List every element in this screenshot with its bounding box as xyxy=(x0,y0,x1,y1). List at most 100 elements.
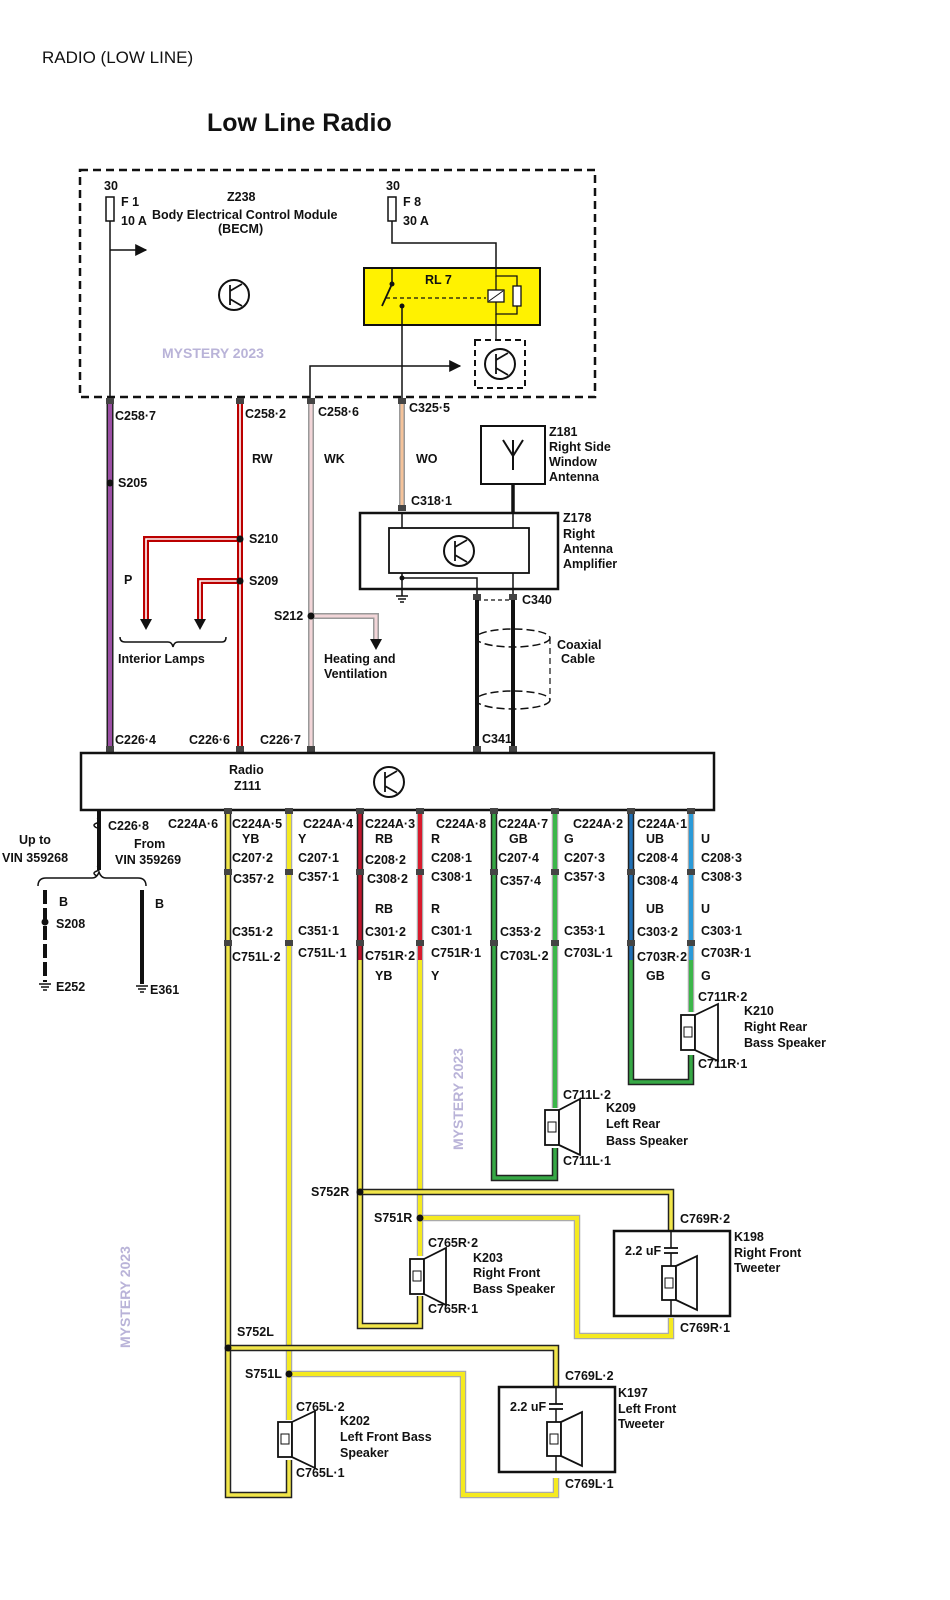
vin-upto-2: VIN 359268 xyxy=(2,851,68,865)
connector-label: C357·2 xyxy=(233,872,274,886)
connector-label: Y xyxy=(298,832,307,846)
k203-name-2: Bass Speaker xyxy=(473,1282,555,1296)
k198-name-1: Right Front xyxy=(734,1246,802,1260)
connector-label: C303·1 xyxy=(701,924,742,938)
becm-abbr: (BECM) xyxy=(218,222,263,236)
connector-label: C318·1 xyxy=(411,494,452,508)
connector-label: C207·2 xyxy=(232,851,273,865)
connector-label: S210 xyxy=(249,532,278,546)
connector-label: U xyxy=(701,902,710,916)
connector-label: C703R·1 xyxy=(701,946,751,960)
coax-label-1: Coaxial xyxy=(557,638,601,652)
fuse2-label: F 8 xyxy=(403,195,421,209)
connector-label: C357·1 xyxy=(298,870,339,884)
speaker-k202: K202 Left Front Bass Speaker xyxy=(277,1409,432,1470)
amp-name-2: Antenna xyxy=(563,542,614,556)
k197-name-1: Left Front xyxy=(618,1402,677,1416)
connector-label: C226·6 xyxy=(189,733,230,747)
connector-label: C208·3 xyxy=(701,851,742,865)
connector-label: C207·1 xyxy=(298,851,339,865)
antenna-name-1: Right Side xyxy=(549,440,611,454)
amp-name-3: Amplifier xyxy=(563,557,617,571)
k197-name-2: Tweeter xyxy=(618,1417,664,1431)
connector-label: C711R·1 xyxy=(698,1057,747,1071)
connector-label: C308·3 xyxy=(701,870,742,884)
connector-label: C751L·2 xyxy=(232,950,281,964)
connector-label: S752R xyxy=(311,1185,349,1199)
speaker-k203: K203 Right Front Bass Speaker xyxy=(409,1246,555,1307)
fuse2-rating: 30 A xyxy=(403,214,429,228)
speaker-wiring xyxy=(224,808,695,1499)
vin-upto-1: Up to xyxy=(19,833,51,847)
diagram-title: Low Line Radio xyxy=(207,109,392,137)
connector-label: C325·5 xyxy=(409,401,450,415)
connector-label: C351·1 xyxy=(298,924,339,938)
watermark-left: MYSTERY 2023 xyxy=(117,1246,133,1348)
connector-label: GB xyxy=(646,969,665,983)
connector-label: C224A·7 xyxy=(498,817,548,831)
k197-id: K197 xyxy=(618,1386,648,1400)
connector-label: C301·2 xyxy=(365,925,406,939)
connector-label: C258·7 xyxy=(115,409,156,423)
connector-label: C208·4 xyxy=(637,851,678,865)
k210-name-1: Right Rear xyxy=(744,1020,807,1034)
connector-label: C751L·1 xyxy=(298,946,347,960)
hvac-label-1: Heating and xyxy=(324,652,396,666)
speaker-k210: K210 Right Rear Bass Speaker xyxy=(680,1002,826,1063)
connector-label: UB xyxy=(646,902,664,916)
antenna-name-2: Window xyxy=(549,455,597,469)
connector-label: C207·4 xyxy=(498,851,539,865)
k202-name-1: Left Front Bass xyxy=(340,1430,432,1444)
becm-module: Z238 Body Electrical Control Module (BEC… xyxy=(78,168,597,400)
k210-id: K210 xyxy=(744,1004,774,1018)
connector-label: C711L·1 xyxy=(563,1154,611,1168)
connector-label: C226·7 xyxy=(260,733,301,747)
connector-label: YB xyxy=(375,969,392,983)
fuse1-label: F 1 xyxy=(121,195,139,209)
tweeter-k198: 2.2 uF K198 Right Front Tweeter xyxy=(612,1229,802,1318)
connector-label: C258·6 xyxy=(318,405,359,419)
connector-label: E361 xyxy=(150,983,179,997)
vin-from-1: From xyxy=(134,837,165,851)
connector-label: WO xyxy=(416,452,438,466)
connector-label: C224A·5 xyxy=(232,817,282,831)
connector-label: C765R·1 xyxy=(428,1302,478,1316)
k203-id: K203 xyxy=(473,1251,503,1265)
connector-label: UB xyxy=(646,832,664,846)
amplifier-z178: Z178 Right Antenna Amplifier xyxy=(358,511,617,603)
connector-label: C703L·1 xyxy=(564,946,613,960)
connector-label: RW xyxy=(252,452,273,466)
watermark-mid: MYSTERY 2023 xyxy=(450,1048,466,1150)
connector-label: G xyxy=(701,969,711,983)
interior-lamps-label: Interior Lamps xyxy=(118,652,205,666)
radio-name: Radio xyxy=(229,763,264,777)
vin-from-2: VIN 359269 xyxy=(115,853,181,867)
connector-label: WK xyxy=(324,452,345,466)
connector-label: C224A·3 xyxy=(365,817,415,831)
connector-label: C751R·2 xyxy=(365,949,415,963)
connector-label: C224A·2 xyxy=(573,817,623,831)
coaxial-cable: Coaxial Cable xyxy=(473,594,601,752)
ground-section: Up to VIN 359268 From VIN 359269 xyxy=(2,810,181,993)
hvac-label-2: Ventilation xyxy=(324,667,387,681)
connector-label: C765L·2 xyxy=(296,1400,345,1414)
becm-radio-wires: Interior Lamps Heating and Ventilation xyxy=(106,398,406,752)
connector-label: RB xyxy=(375,902,393,916)
k197-cap: 2.2 uF xyxy=(510,1400,546,1414)
relay-label: RL 7 xyxy=(425,273,452,287)
connector-label: C208·2 xyxy=(365,853,406,867)
connector-label: C341 xyxy=(482,732,512,746)
tweeter-k197: 2.2 uF K197 Left Front Tweeter xyxy=(497,1385,677,1474)
k203-name-1: Right Front xyxy=(473,1266,541,1280)
connector-label: R xyxy=(431,902,440,916)
connector-label: C303·2 xyxy=(637,925,678,939)
connector-label: C765L·1 xyxy=(296,1466,345,1480)
connector-label: C207·3 xyxy=(564,851,605,865)
connector-label: P xyxy=(124,573,132,587)
connector-label: C226·8 xyxy=(108,819,149,833)
connector-label: C308·2 xyxy=(367,872,408,886)
fuse1-rating: 10 A xyxy=(121,214,147,228)
connector-label: GB xyxy=(509,832,528,846)
becm-name: Body Electrical Control Module xyxy=(152,208,337,222)
connector-label: C769R·1 xyxy=(680,1321,730,1335)
